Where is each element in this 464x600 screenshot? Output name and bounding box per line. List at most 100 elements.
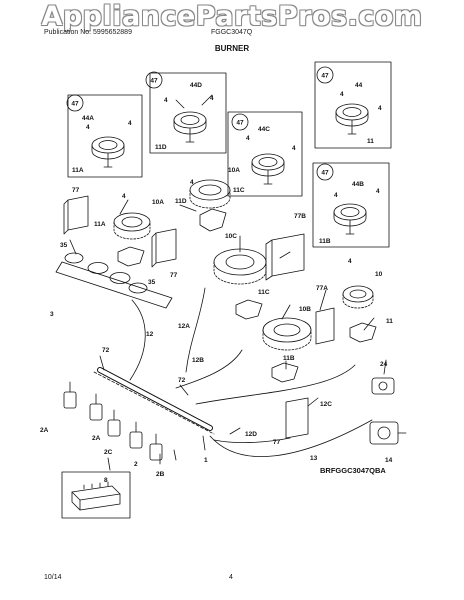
- label-11c: 11C: [258, 289, 270, 296]
- label-11c-box: 11C: [233, 187, 245, 194]
- label-35-a: 35: [60, 242, 68, 249]
- spacer-35-b: [87, 262, 109, 274]
- model-number: FGGC3047Q: [211, 29, 253, 36]
- label-4-r: 4: [348, 258, 352, 265]
- inset-box-11c: [227, 111, 303, 197]
- label-4-c2: 4: [292, 145, 296, 152]
- label-44c: 44C: [258, 126, 270, 133]
- callout-circle-47-b: [145, 71, 163, 89]
- callout-circle-47-c: [231, 113, 249, 131]
- callout-47-d: 47: [321, 73, 329, 80]
- valve-bracket-3: [55, 261, 173, 309]
- burner-head-11c: [251, 153, 285, 185]
- label-8: 8: [104, 477, 108, 484]
- label-4-d1: 4: [164, 97, 168, 104]
- gas-tube-13: [209, 419, 373, 457]
- label-35-b: 35: [148, 279, 156, 286]
- burner-10a-top: [189, 179, 231, 209]
- bracket-77-mid: [151, 228, 177, 268]
- gas-tube-12c: [195, 364, 356, 405]
- label-10a-1: 10A: [152, 199, 164, 206]
- label-72-b: 72: [178, 377, 186, 384]
- valve-2a-2: [89, 393, 103, 421]
- label-2: 2: [134, 461, 138, 468]
- callout-47-a: 47: [71, 101, 79, 108]
- label-1: 1: [204, 457, 208, 464]
- valve-2b: [149, 433, 163, 461]
- label-14: 14: [385, 457, 393, 464]
- burner-head-11a: [91, 136, 125, 168]
- label-2c: 2C: [104, 449, 113, 456]
- label-2b: 2B: [156, 471, 165, 478]
- callout-circle-47-e: [316, 163, 334, 181]
- callout-47-c: 47: [236, 120, 244, 127]
- label-12b: 12B: [192, 357, 204, 364]
- label-77-mid: 77: [170, 272, 178, 279]
- label-10a-2: 10A: [228, 167, 240, 174]
- burner-base-11: [349, 322, 377, 343]
- label-44a: 44A: [82, 115, 94, 122]
- label-11a: 11A: [94, 221, 106, 228]
- burner-base-11c: [235, 299, 263, 320]
- label-4-mid: 4: [122, 193, 126, 200]
- label-3: 3: [50, 311, 54, 318]
- label-11b: 11B: [283, 355, 295, 362]
- section-title: BURNER: [214, 44, 250, 53]
- label-11d-box: 11D: [155, 144, 167, 151]
- pressure-regulator-24: [371, 377, 395, 395]
- spark-module-8: [71, 481, 121, 511]
- label-2a-2: 2A: [92, 435, 101, 442]
- gas-tube-12a: [185, 287, 206, 373]
- label-44d: 44D: [190, 82, 202, 89]
- callout-47-b: 47: [150, 78, 158, 85]
- label-10b: 10B: [299, 306, 311, 313]
- burner-base-11d: [199, 208, 227, 232]
- label-4-e1: 4: [340, 91, 344, 98]
- burner-head-11d: [173, 94, 213, 143]
- inset-box-11b: [312, 162, 390, 248]
- label-11d: 11D: [175, 198, 187, 205]
- label-12c: 12C: [320, 401, 332, 408]
- label-4-b2: 4: [376, 188, 380, 195]
- diagram-code: BRFGGC3047QBA: [320, 466, 386, 475]
- gas-tube-12d: [213, 437, 291, 443]
- gas-tube-12: [129, 299, 146, 381]
- label-4-c1: 4: [246, 135, 250, 142]
- label-4-a1: 4: [86, 124, 90, 131]
- label-12: 12: [146, 331, 154, 338]
- label-13: 13: [310, 455, 318, 462]
- footer-date: 10/14: [44, 574, 62, 581]
- footer-page: 4: [229, 574, 233, 581]
- spacer-35-a: [64, 252, 84, 264]
- inset-box-8: [61, 471, 131, 519]
- valve-2a-1: [63, 381, 77, 409]
- bracket-77b: [265, 233, 305, 281]
- label-10c: 10C: [225, 233, 237, 240]
- label-11b-box: 11B: [319, 238, 331, 245]
- bracket-77-bottom: [285, 397, 309, 439]
- label-2a-1: 2A: [40, 427, 49, 434]
- label-77-bottom: 77: [273, 439, 281, 446]
- label-44: 44: [355, 82, 363, 89]
- label-11: 11: [386, 318, 393, 325]
- label-44b: 44B: [352, 181, 364, 188]
- label-77a: 77A: [316, 285, 328, 292]
- label-77-top: 77: [72, 187, 80, 194]
- burner-head-11: [335, 103, 369, 135]
- burner-10: [342, 285, 374, 309]
- label-4-e2: 4: [378, 105, 382, 112]
- label-72-a: 72: [102, 347, 110, 354]
- label-4-10a: 4: [190, 179, 194, 186]
- inset-box-11: [314, 61, 392, 149]
- spacer-35-c: [109, 272, 131, 284]
- inset-box-11a: [67, 94, 143, 178]
- watermark: AppliancePartsPros.com: [41, 1, 423, 32]
- callout-circle-47-d: [316, 66, 334, 84]
- spacer-35-d: [128, 282, 148, 294]
- burner-10b: [262, 317, 312, 351]
- valve-2: [129, 421, 143, 449]
- callout-circle-47-a: [66, 94, 84, 112]
- label-11a-box: 11A: [72, 167, 84, 174]
- label-10: 10: [375, 271, 383, 278]
